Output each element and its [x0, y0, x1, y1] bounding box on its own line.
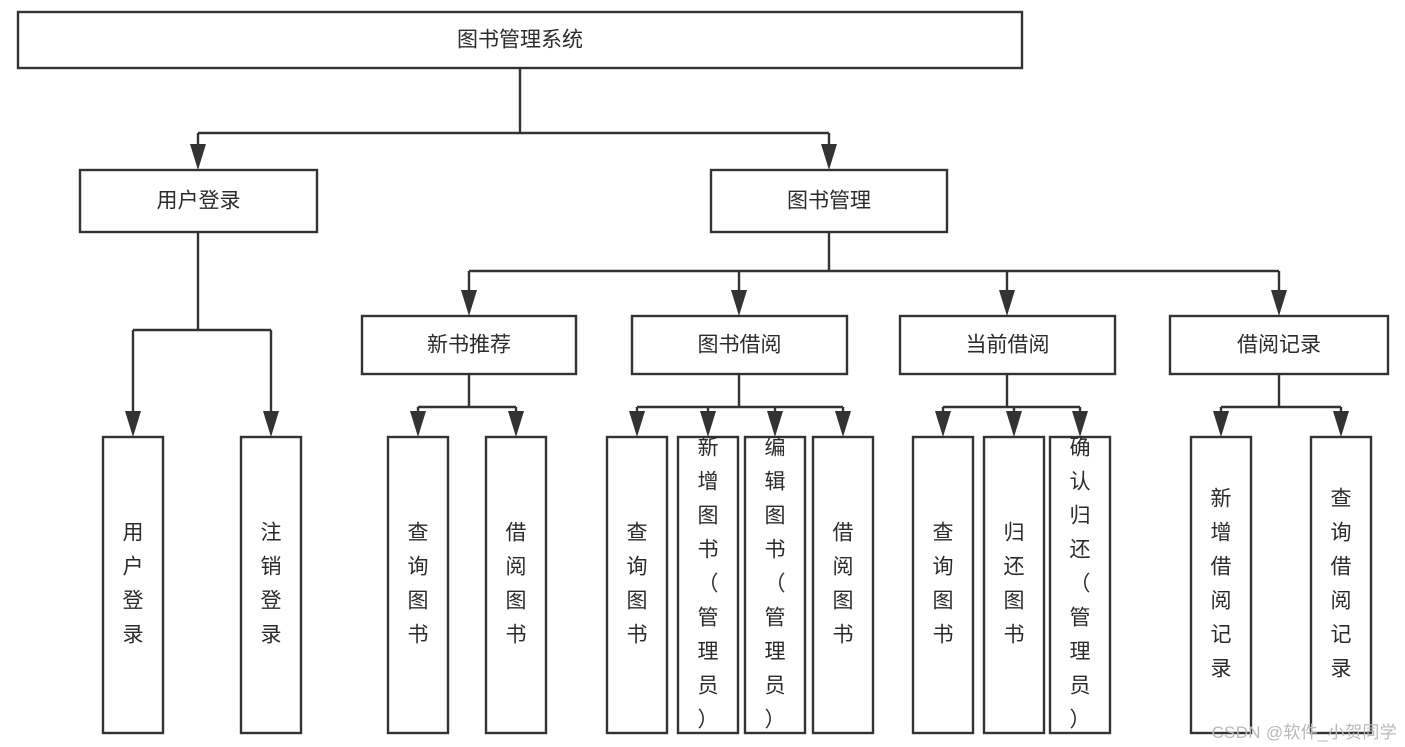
arrow-head-icon — [999, 290, 1015, 316]
node-box[interactable] — [239, 435, 303, 735]
node-box[interactable] — [386, 435, 450, 735]
node-label: 编辑图书（管理员） — [765, 437, 786, 732]
node-label: 图书管理系统 — [457, 29, 583, 52]
node-label: 查询图书 — [408, 522, 429, 647]
node-leaf-2[interactable]: 查询图书 — [386, 435, 450, 735]
node-box[interactable] — [78, 168, 319, 234]
arrow-head-icon — [1072, 411, 1088, 437]
node-label: 图书管理 — [787, 190, 871, 213]
node-box[interactable] — [982, 435, 1046, 735]
connector-group-current-borrow-to-leaves — [935, 374, 1088, 437]
node-label: 新书推荐 — [427, 334, 511, 357]
node-box[interactable] — [811, 435, 875, 735]
node-leaf-11[interactable]: 新增借阅记录 — [1189, 435, 1253, 735]
node-box[interactable] — [484, 435, 548, 735]
node-box[interactable] — [1048, 435, 1112, 735]
node-label: 借阅图书 — [833, 522, 854, 647]
arrow-head-icon — [821, 144, 837, 170]
node-box[interactable] — [898, 314, 1117, 376]
node-leaf-4[interactable]: 查询图书 — [605, 435, 669, 735]
connector-group-user-login-to-leaves — [125, 232, 279, 437]
node-box[interactable] — [676, 435, 740, 735]
arrow-head-icon — [835, 411, 851, 437]
node-box[interactable] — [360, 314, 578, 376]
node-label: 新增借阅记录 — [1211, 488, 1232, 681]
arrow-head-icon — [125, 411, 141, 437]
connector-group-new-book-recommend-to-leaves — [410, 374, 524, 437]
node-box[interactable] — [1309, 435, 1373, 735]
node-layer: 图书管理系统用户登录图书管理新书推荐图书借阅当前借阅借阅记录用户登录注销登录查询… — [16, 10, 1390, 735]
node-level3-2[interactable]: 当前借阅 — [898, 314, 1117, 376]
node-box[interactable] — [911, 435, 975, 735]
node-label: 借阅图书 — [506, 522, 527, 647]
node-label: 查询借阅记录 — [1331, 488, 1352, 681]
connector-layer — [125, 68, 1349, 437]
node-label: 当前借阅 — [966, 334, 1050, 357]
node-level2-1[interactable]: 图书管理 — [709, 168, 949, 234]
node-label: 归还图书 — [1004, 522, 1025, 647]
arrow-head-icon — [263, 411, 279, 437]
node-box[interactable] — [743, 435, 807, 735]
node-box[interactable] — [1168, 314, 1390, 376]
node-root-0[interactable]: 图书管理系统 — [16, 10, 1024, 70]
node-box[interactable] — [605, 435, 669, 735]
arrow-head-icon — [767, 411, 783, 437]
node-leaf-5[interactable]: 新增图书（管理员） — [676, 435, 740, 735]
arrow-head-icon — [935, 411, 951, 437]
arrow-head-icon — [731, 290, 747, 316]
arrow-head-icon — [461, 290, 477, 316]
node-box[interactable] — [630, 314, 849, 376]
node-leaf-12[interactable]: 查询借阅记录 — [1309, 435, 1373, 735]
node-level3-0[interactable]: 新书推荐 — [360, 314, 578, 376]
node-label: 图书借阅 — [698, 334, 782, 357]
node-level2-0[interactable]: 用户登录 — [78, 168, 319, 234]
connector-group-root-to-level2 — [190, 68, 837, 170]
node-leaf-9[interactable]: 归还图书 — [982, 435, 1046, 735]
arrow-head-icon — [1006, 411, 1022, 437]
node-box[interactable] — [16, 10, 1024, 70]
node-box[interactable] — [101, 435, 165, 735]
node-leaf-1[interactable]: 注销登录 — [239, 435, 303, 735]
arrow-head-icon — [1271, 290, 1287, 316]
node-label: 确认归还（管理员） — [1070, 437, 1091, 732]
arrow-head-icon — [410, 411, 426, 437]
node-leaf-7[interactable]: 借阅图书 — [811, 435, 875, 735]
arrow-head-icon — [629, 411, 645, 437]
arrow-head-icon — [1213, 411, 1229, 437]
arrow-head-icon — [700, 411, 716, 437]
node-label: 用户登录 — [157, 190, 241, 213]
node-label: 查询图书 — [933, 522, 954, 647]
connector-group-book-borrow-to-leaves — [629, 374, 851, 437]
arrow-head-icon — [508, 411, 524, 437]
connector-group-borrow-record-to-leaves — [1213, 374, 1349, 437]
node-box[interactable] — [709, 168, 949, 234]
node-label: 新增图书（管理员） — [698, 437, 719, 732]
node-label: 借阅记录 — [1237, 334, 1321, 357]
node-label: 查询图书 — [627, 522, 648, 647]
node-level3-3[interactable]: 借阅记录 — [1168, 314, 1390, 376]
node-label: 用户登录 — [123, 522, 144, 647]
arrow-head-icon — [1333, 411, 1349, 437]
node-leaf-8[interactable]: 查询图书 — [911, 435, 975, 735]
csdn-watermark: CSDN @软件_小贺同学 — [1211, 723, 1397, 742]
node-level3-1[interactable]: 图书借阅 — [630, 314, 849, 376]
node-leaf-3[interactable]: 借阅图书 — [484, 435, 548, 735]
arrow-head-icon — [190, 144, 206, 170]
node-box[interactable] — [1189, 435, 1253, 735]
node-leaf-6[interactable]: 编辑图书（管理员） — [743, 435, 807, 735]
connector-group-book-management-to-level3 — [461, 232, 1287, 316]
node-label: 注销登录 — [261, 522, 282, 647]
node-leaf-10[interactable]: 确认归还（管理员） — [1048, 435, 1112, 735]
node-leaf-0[interactable]: 用户登录 — [101, 435, 165, 735]
